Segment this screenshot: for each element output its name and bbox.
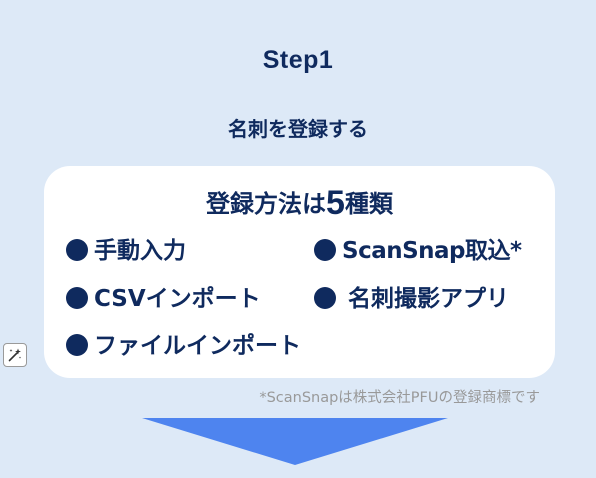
magic-wand-sparkle-icon (8, 348, 22, 362)
card-heading-prefix: 登録方法は (206, 190, 327, 218)
method-label: 名刺撮影アプリ (348, 286, 509, 312)
bullet-icon (66, 287, 88, 309)
bullet-icon (314, 239, 336, 261)
down-arrow-icon (142, 418, 448, 465)
card-heading-number: 5 (326, 184, 345, 222)
sparkle-tool-button[interactable] (3, 343, 27, 367)
method-manual-input: 手動入力 (66, 236, 186, 266)
step-subtitle: 名刺を登録する (228, 117, 368, 141)
method-label: 手動入力 (94, 238, 186, 264)
method-label: ScanSnap取込* (342, 238, 522, 264)
bullet-icon (66, 334, 88, 356)
method-label: ファイルインポート (94, 333, 301, 359)
card-heading: 登録方法は5種類 (44, 184, 555, 223)
method-file-import: ファイルインポート (66, 331, 301, 361)
trademark-footnote: *ScanSnapは株式会社PFUの登録商標です (259, 390, 540, 406)
method-csv-import: CSVインポート (66, 284, 261, 314)
step-title: Step1 (262, 46, 334, 74)
registration-methods-card: 登録方法は5種類 手動入力 ScanSnap取込* CSVインポート 名刺撮影ア… (44, 166, 555, 378)
method-label: CSVインポート (94, 286, 261, 312)
bullet-icon (66, 239, 88, 261)
card-heading-suffix: 種類 (344, 190, 393, 218)
bullet-icon (314, 287, 336, 309)
method-scansnap-import: ScanSnap取込* (314, 236, 522, 266)
method-card-photo-app: 名刺撮影アプリ (314, 284, 509, 314)
